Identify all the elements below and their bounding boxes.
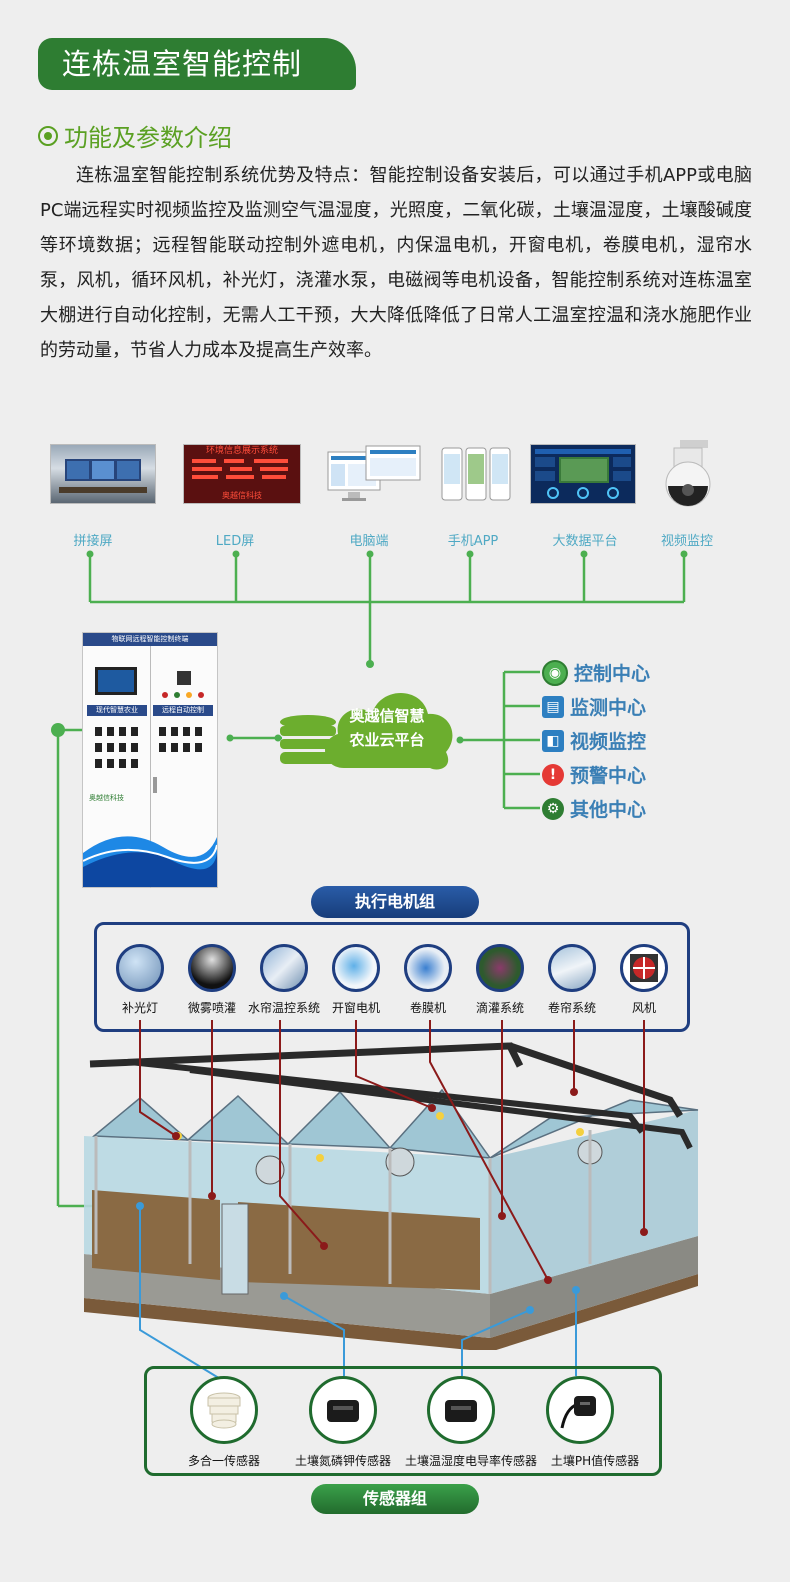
section-title: 功能及参数介绍	[38, 118, 232, 153]
database-icon	[278, 714, 338, 766]
cctv-icon: ◧	[542, 729, 564, 752]
cabinet-brand: 奥越信科技	[89, 794, 124, 802]
cabinet-right-panel: 远程自动控制	[153, 705, 213, 716]
cabinet-header: 物联网远程智能控制终端	[83, 633, 217, 646]
sensor-label: 土壤PH值传感器	[550, 1454, 640, 1468]
film-roller-icon	[404, 944, 452, 992]
actuator-label: 滴灌系统	[475, 1001, 524, 1015]
intro-paragraph: 连栋温室智能控制系统优势及特点：智能控制设备安装后，可以通过手机APP或电脑PC…	[40, 165, 752, 361]
actuator-label: 微雾喷灌	[187, 1001, 236, 1015]
video-wall-icon	[50, 444, 156, 504]
cloud-line2: 农业云平台	[349, 731, 425, 749]
camera-icon	[660, 438, 716, 510]
device-label-camera: 视频监控	[660, 534, 713, 549]
monitor-icon: ▤	[542, 695, 564, 718]
control-cabinet: 物联网远程智能控制终端 现代智慧农业 远程自动控制 奥越信科技	[82, 632, 218, 888]
soil-temp-humidity-sensor-icon	[427, 1376, 495, 1444]
mist-spray-icon	[188, 944, 236, 992]
target-icon	[38, 125, 58, 146]
actuator-label: 卷帘系统	[547, 1001, 596, 1015]
device-label-video-wall: 拼接屏	[73, 534, 113, 549]
sensor-label: 土壤氮磷钾传感器	[294, 1454, 391, 1468]
section-title-text: 功能及参数介绍	[64, 124, 232, 152]
fan-icon	[620, 944, 668, 992]
hub-video-monitor[interactable]: ◧ 视频监控	[542, 727, 646, 754]
hub-label: 监测中心	[570, 697, 647, 719]
greenhouse-illustration	[84, 1042, 699, 1350]
led-screen-icon: 环境信息展示系统 奥越信科技	[183, 444, 301, 504]
cloud-line1: 奥越信智慧	[349, 707, 425, 725]
device-label-big-data: 大数据平台	[552, 534, 618, 549]
gear-icon: ⚙	[542, 797, 564, 820]
multi-sensor-icon	[190, 1376, 258, 1444]
sensor-label: 多合一传感器	[187, 1454, 260, 1468]
actuator-group-frame	[94, 922, 690, 1032]
phone-app-icon	[440, 446, 512, 504]
hub-other-center[interactable]: ⚙ 其他中心	[542, 795, 646, 822]
sensor-group-frame	[144, 1366, 662, 1476]
hub-monitor-center[interactable]: ▤ 监测中心	[542, 693, 646, 720]
warning-icon: !	[542, 763, 564, 786]
soil-ph-sensor-icon	[546, 1376, 614, 1444]
sensor-label: 土壤温湿度电导率传感器	[404, 1454, 537, 1468]
hub-label: 视频监控	[570, 731, 647, 753]
drip-irrigation-icon	[476, 944, 524, 992]
computer-icon	[326, 444, 424, 506]
device-label-led: LED屏	[215, 534, 255, 549]
device-label-computer: 电脑端	[349, 534, 389, 549]
page-title: 连栋温室智能控制	[62, 47, 303, 81]
hub-label: 其他中心	[570, 799, 647, 821]
cloud-platform: 奥越信智慧 农业云平台	[314, 668, 460, 778]
big-data-icon	[530, 444, 636, 504]
grow-light-icon	[116, 944, 164, 992]
actuator-label: 水帘温控系统	[247, 1001, 320, 1015]
shade-curtain-icon	[548, 944, 596, 992]
led-screen-header: 环境信息展示系统	[205, 446, 278, 456]
led-screen-footer: 奥越信科技	[222, 491, 262, 500]
hub-label: 控制中心	[574, 663, 651, 685]
cabinet-left-panel: 现代智慧农业	[87, 705, 147, 716]
control-center-icon: ◉	[542, 659, 568, 686]
page-title-banner: 连栋温室智能控制	[38, 38, 356, 90]
actuator-row: 补光灯 微雾喷灌 水帘温控系统 开窗电机 卷膜机 滴灌系统 卷帘系统 风机	[112, 944, 672, 1024]
sensor-group-title: 传感器组	[311, 1484, 479, 1514]
device-label-phone-app: 手机APP	[447, 534, 499, 549]
hub-control-center[interactable]: ◉ 控制中心	[542, 659, 650, 686]
actuator-label: 风机	[631, 1001, 656, 1015]
actuator-label: 开窗电机	[331, 1001, 380, 1015]
actuator-label: 补光灯	[121, 1001, 158, 1015]
actuator-label: 卷膜机	[409, 1001, 446, 1015]
hub-label: 预警中心	[570, 765, 647, 787]
actuator-group-title: 执行电机组	[311, 886, 479, 918]
hub-warning-center[interactable]: ! 预警中心	[542, 761, 646, 788]
soil-npk-sensor-icon	[309, 1376, 377, 1444]
wet-curtain-icon	[260, 944, 308, 992]
window-motor-icon	[332, 944, 380, 992]
